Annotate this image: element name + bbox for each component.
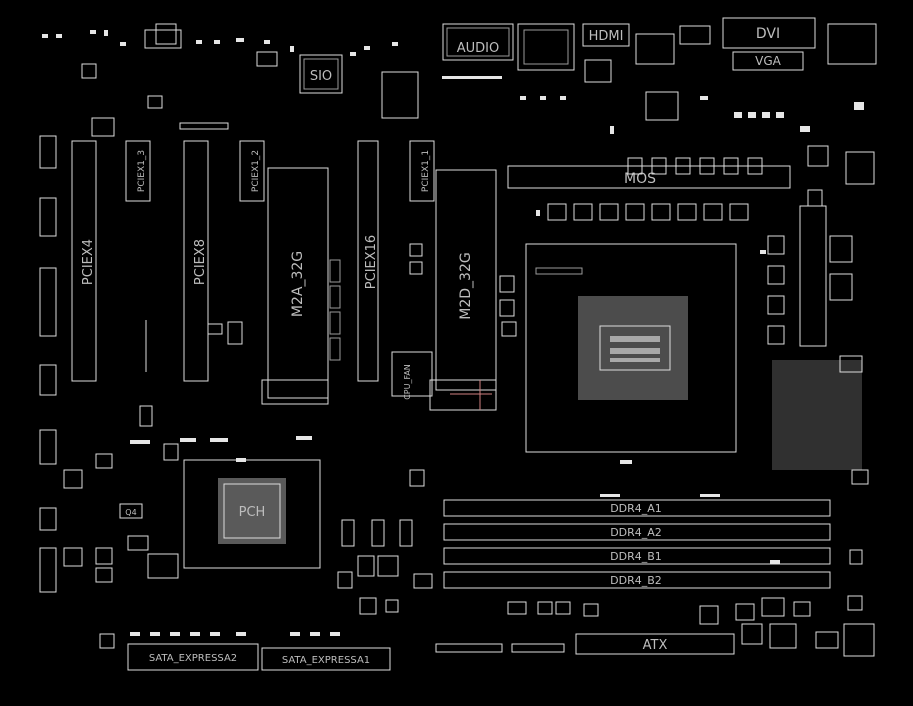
ic-top-center <box>381 71 419 119</box>
slot-pciex4: PCIEX4 <box>71 140 97 382</box>
mid-small-parts <box>145 243 517 372</box>
m2d-label: M2D_32G <box>458 252 474 319</box>
dvi-connector: DVI <box>722 17 816 49</box>
cpu-fan-label: CPU_FAN <box>403 364 412 400</box>
sio-chip: SIO <box>299 54 343 94</box>
pciex1-3-label: PCIEX1_3 <box>137 150 147 192</box>
sata1-label: SATA_EXPRESSA1 <box>282 655 370 666</box>
audio-connector: AUDIO <box>442 23 514 61</box>
m2a-label: M2A_32G <box>290 251 306 317</box>
slot-pciex16: PCIEX16 <box>357 140 379 382</box>
pch-area-parts: Q4 <box>63 405 433 615</box>
usb-port-1 <box>635 33 675 65</box>
slot-pciex1-2: PCIEX1_2 <box>239 140 265 202</box>
pch-chip: PCH <box>183 459 321 569</box>
vga-connector: VGA <box>732 51 804 71</box>
atx-connector: ATX <box>575 633 735 655</box>
sata-express-a2: SATA_EXPRESSA2 <box>127 643 259 671</box>
thu-chip <box>645 91 679 121</box>
ddr4-slot-a2: DDR4_A2 <box>443 523 831 541</box>
slot-pciex1-3: PCIEX1_3 <box>125 140 151 202</box>
usb-port-2 <box>827 23 877 65</box>
right-component-field <box>772 355 869 485</box>
ddr4-a2-label: DDR4_A2 <box>610 526 662 539</box>
pciex4-label: PCIEX4 <box>81 239 96 285</box>
usb-lan-connector <box>517 23 575 71</box>
ddr4-b1-label: DDR4_B1 <box>610 550 662 563</box>
ddr4-b2-label: DDR4_B2 <box>610 574 662 587</box>
pciex16-label: PCIEX16 <box>364 235 379 289</box>
ddr4-slot-a1: DDR4_A1 <box>443 499 831 517</box>
q4-label: Q4 <box>125 508 136 517</box>
mos-region: MOS <box>507 157 791 189</box>
pciex8-label: PCIEX8 <box>193 239 208 285</box>
ddr-side-parts <box>847 549 863 611</box>
sata-express-a1: SATA_EXPRESSA1 <box>261 647 391 671</box>
ddr4-a1-label: DDR4_A1 <box>610 502 662 515</box>
small-header <box>679 25 711 45</box>
sata2-label: SATA_EXPRESSA2 <box>149 653 237 664</box>
hdmi-connector: HDMI <box>582 23 630 47</box>
small-ic <box>584 59 612 83</box>
vga-label: VGA <box>755 54 782 68</box>
sio-label: SIO <box>310 69 332 84</box>
pciex1-1-label: PCIEX1_1 <box>421 150 431 192</box>
dvi-label: DVI <box>756 26 780 42</box>
slot-pciex1-1: PCIEX1_1 <box>409 140 435 202</box>
mos-label: MOS <box>624 171 656 187</box>
slot-m2a: M2A_32G <box>261 167 329 405</box>
slot-m2d: M2D_32G <box>429 169 497 411</box>
bottom-parts <box>99 597 875 657</box>
cpu-fan-area: CPU_FAN <box>391 351 433 400</box>
top-left-components <box>39 23 278 593</box>
ddr4-slot-b2: DDR4_B2 <box>443 571 831 589</box>
audio-label: AUDIO <box>457 41 500 56</box>
pciex1-2-label: PCIEX1_2 <box>251 150 261 192</box>
cpu-socket <box>525 243 737 453</box>
smd-components <box>42 30 864 636</box>
atx-label: ATX <box>643 638 668 653</box>
ddr4-slot-b1: DDR4_B1 <box>443 547 831 565</box>
hdmi-label: HDMI <box>589 29 624 44</box>
pch-label: PCH <box>239 505 266 520</box>
slot-pciex8: PCIEX8 <box>183 140 209 382</box>
m2a-side-resistors <box>329 259 341 361</box>
vrm-chokes <box>547 145 875 347</box>
